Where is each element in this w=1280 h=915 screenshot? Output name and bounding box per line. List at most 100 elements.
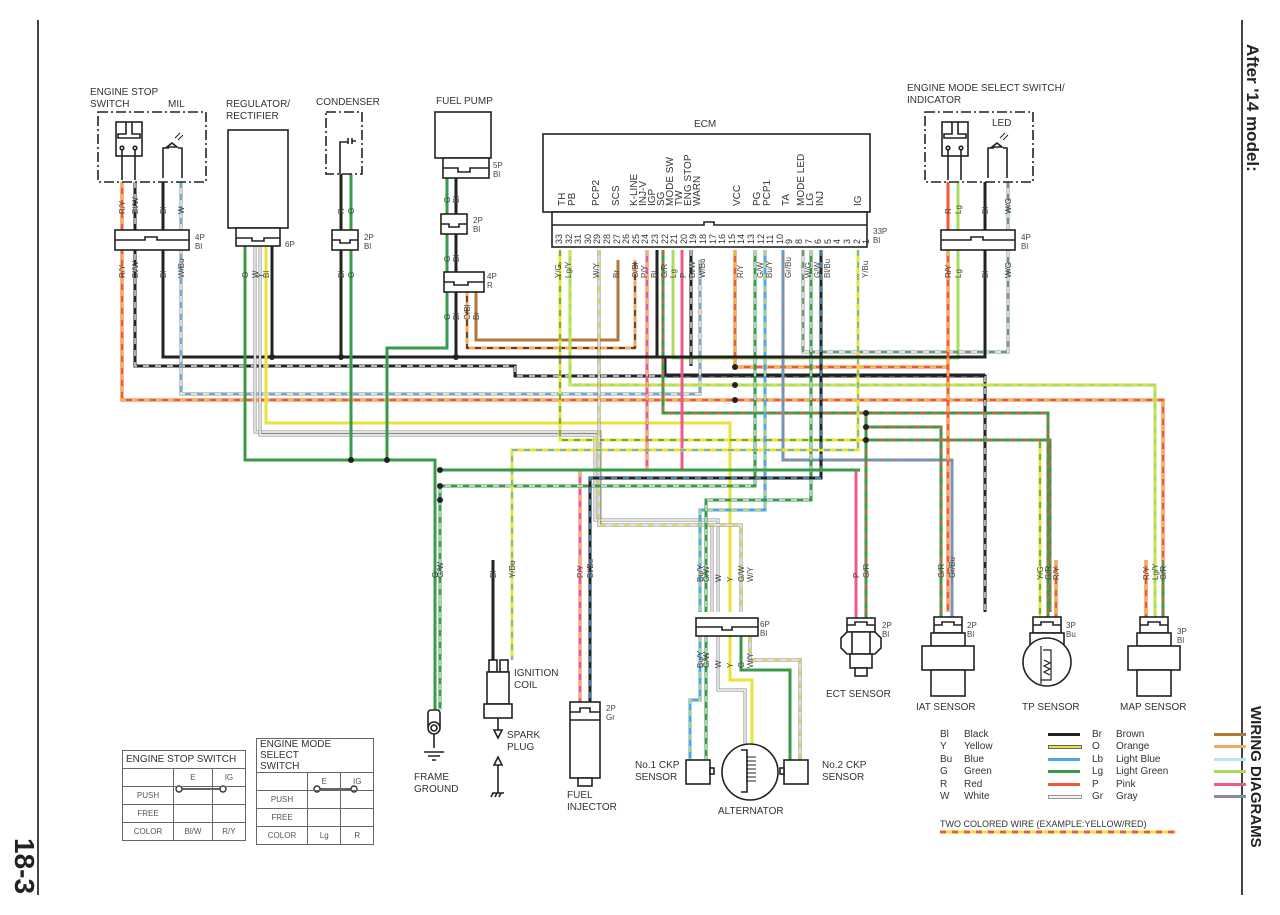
row-color: COLOR xyxy=(256,826,308,845)
wire-stripe xyxy=(569,250,1156,612)
alternator-ckp-symbols xyxy=(685,743,809,801)
wire-stripe xyxy=(180,182,701,395)
wire-core xyxy=(259,246,719,612)
legend-name: Orange xyxy=(1116,741,1150,753)
splice-dot xyxy=(384,457,390,463)
fuel-injector-label-line2: INJECTOR xyxy=(567,802,617,813)
ecm-pin-number: 31 xyxy=(573,233,584,244)
regulator-label-line1: REGULATOR/ xyxy=(226,99,291,110)
wire-stripe xyxy=(511,250,859,660)
wire-harness xyxy=(120,174,1165,760)
wire-code-label: Bl/Bu xyxy=(586,558,595,578)
cell xyxy=(306,790,342,809)
color-ig: R/Y xyxy=(211,822,247,841)
wire-stripe xyxy=(866,426,942,612)
map-sensor-symbol xyxy=(1127,616,1181,697)
wire-code-label: Lg xyxy=(954,205,963,214)
wire-code-label: W xyxy=(714,574,723,582)
legend-swatch xyxy=(1048,794,1082,799)
wire-code-label: Bl xyxy=(159,206,168,214)
wire-code-label: G/W xyxy=(702,566,711,582)
wire-code-label: Bl xyxy=(452,312,461,320)
ecm-pin-number: 1 xyxy=(861,238,872,244)
tp-sensor-symbol xyxy=(1022,616,1072,687)
wire-y xyxy=(728,636,754,744)
wire-code-label: G/W xyxy=(737,566,746,582)
wire-code-label: Y xyxy=(726,576,735,582)
legend-abbr: Gr xyxy=(1092,791,1104,803)
wire-code-label: Gr/Bu xyxy=(948,557,957,578)
wire-code-label: G xyxy=(347,271,356,278)
col-ig: IG xyxy=(340,772,374,791)
splice-dot xyxy=(437,467,443,473)
wire-code-label: Bl xyxy=(489,570,498,578)
wire-g-w xyxy=(704,250,813,612)
wire-code-label: R/Y xyxy=(1142,566,1151,580)
ecm-pin-number: 4 xyxy=(832,238,843,244)
wire-code-label: W/Bu xyxy=(177,258,186,278)
ecm-pin-wire-label: O/Bl xyxy=(630,262,640,278)
wire-code-label: G/R xyxy=(937,563,946,578)
regulator-label: REGULATOR/RECTIFIER xyxy=(226,99,290,123)
ecm-pin-number: 14 xyxy=(736,233,747,244)
legend-name: Red xyxy=(964,778,983,790)
wire-code-label: G xyxy=(241,271,250,278)
connector-pins: 2P xyxy=(967,621,977,630)
color-e: Lg xyxy=(306,826,342,845)
cell xyxy=(173,804,213,823)
wire-code-label: Bl xyxy=(452,195,461,203)
ecm-pin-number: 24 xyxy=(640,233,651,244)
ecm-pin-wire-label: P/Y xyxy=(640,265,650,278)
connector-pins: 2P xyxy=(473,216,483,225)
ecm-pin-wire-label: Y/Bu xyxy=(861,260,871,278)
splice-dot xyxy=(863,424,869,430)
wire-g xyxy=(739,636,792,760)
connector-pins: 33P xyxy=(873,227,888,236)
connector-pins: 2P xyxy=(606,704,616,713)
ecm-pin-wire-label: Lg/Y xyxy=(563,261,573,278)
map-sensor-label: MAP SENSOR xyxy=(1120,702,1187,713)
ecm-function-label: WARN xyxy=(692,175,703,206)
wire-stripe xyxy=(466,260,636,349)
legend-swatch xyxy=(1214,757,1246,761)
splice-dot xyxy=(437,483,443,489)
ignition-coil-symbol xyxy=(483,659,513,798)
wire-w xyxy=(258,246,720,612)
legend-swatch xyxy=(1214,782,1246,786)
connector-pins: 6P xyxy=(760,620,770,629)
engine-stop-switch-component xyxy=(97,111,207,183)
wire-code-label: G xyxy=(347,207,356,214)
ecm-pin-wire-label: G/W xyxy=(755,262,765,278)
splice-dot xyxy=(863,410,869,416)
led-label: LED xyxy=(992,118,1012,129)
legend-swatch xyxy=(1214,770,1246,774)
row-free: FREE xyxy=(122,804,174,823)
legend-name: White xyxy=(964,791,990,803)
connector-pins: 3P xyxy=(1177,627,1187,636)
ecm-pin-wire-label: W/Y xyxy=(592,262,602,278)
ecm-pin-wire-label: R/Y xyxy=(736,264,746,278)
regulator-rectifier-component xyxy=(227,129,289,247)
wire-code-label: Bl/W xyxy=(131,197,140,214)
wire-code-label: P/Y xyxy=(576,565,585,578)
wire-code-label: W/Y xyxy=(746,566,755,582)
table-corner xyxy=(122,768,174,787)
wire-g-r xyxy=(866,438,1052,612)
wire-code-label: Bl xyxy=(262,270,271,278)
cell xyxy=(173,786,213,805)
ecm-pin-wire-label: Lg xyxy=(669,269,679,278)
ecm-function-label: VCC xyxy=(732,184,743,206)
connector-pins: 4P xyxy=(195,233,205,242)
col-ig: IG xyxy=(211,768,247,787)
